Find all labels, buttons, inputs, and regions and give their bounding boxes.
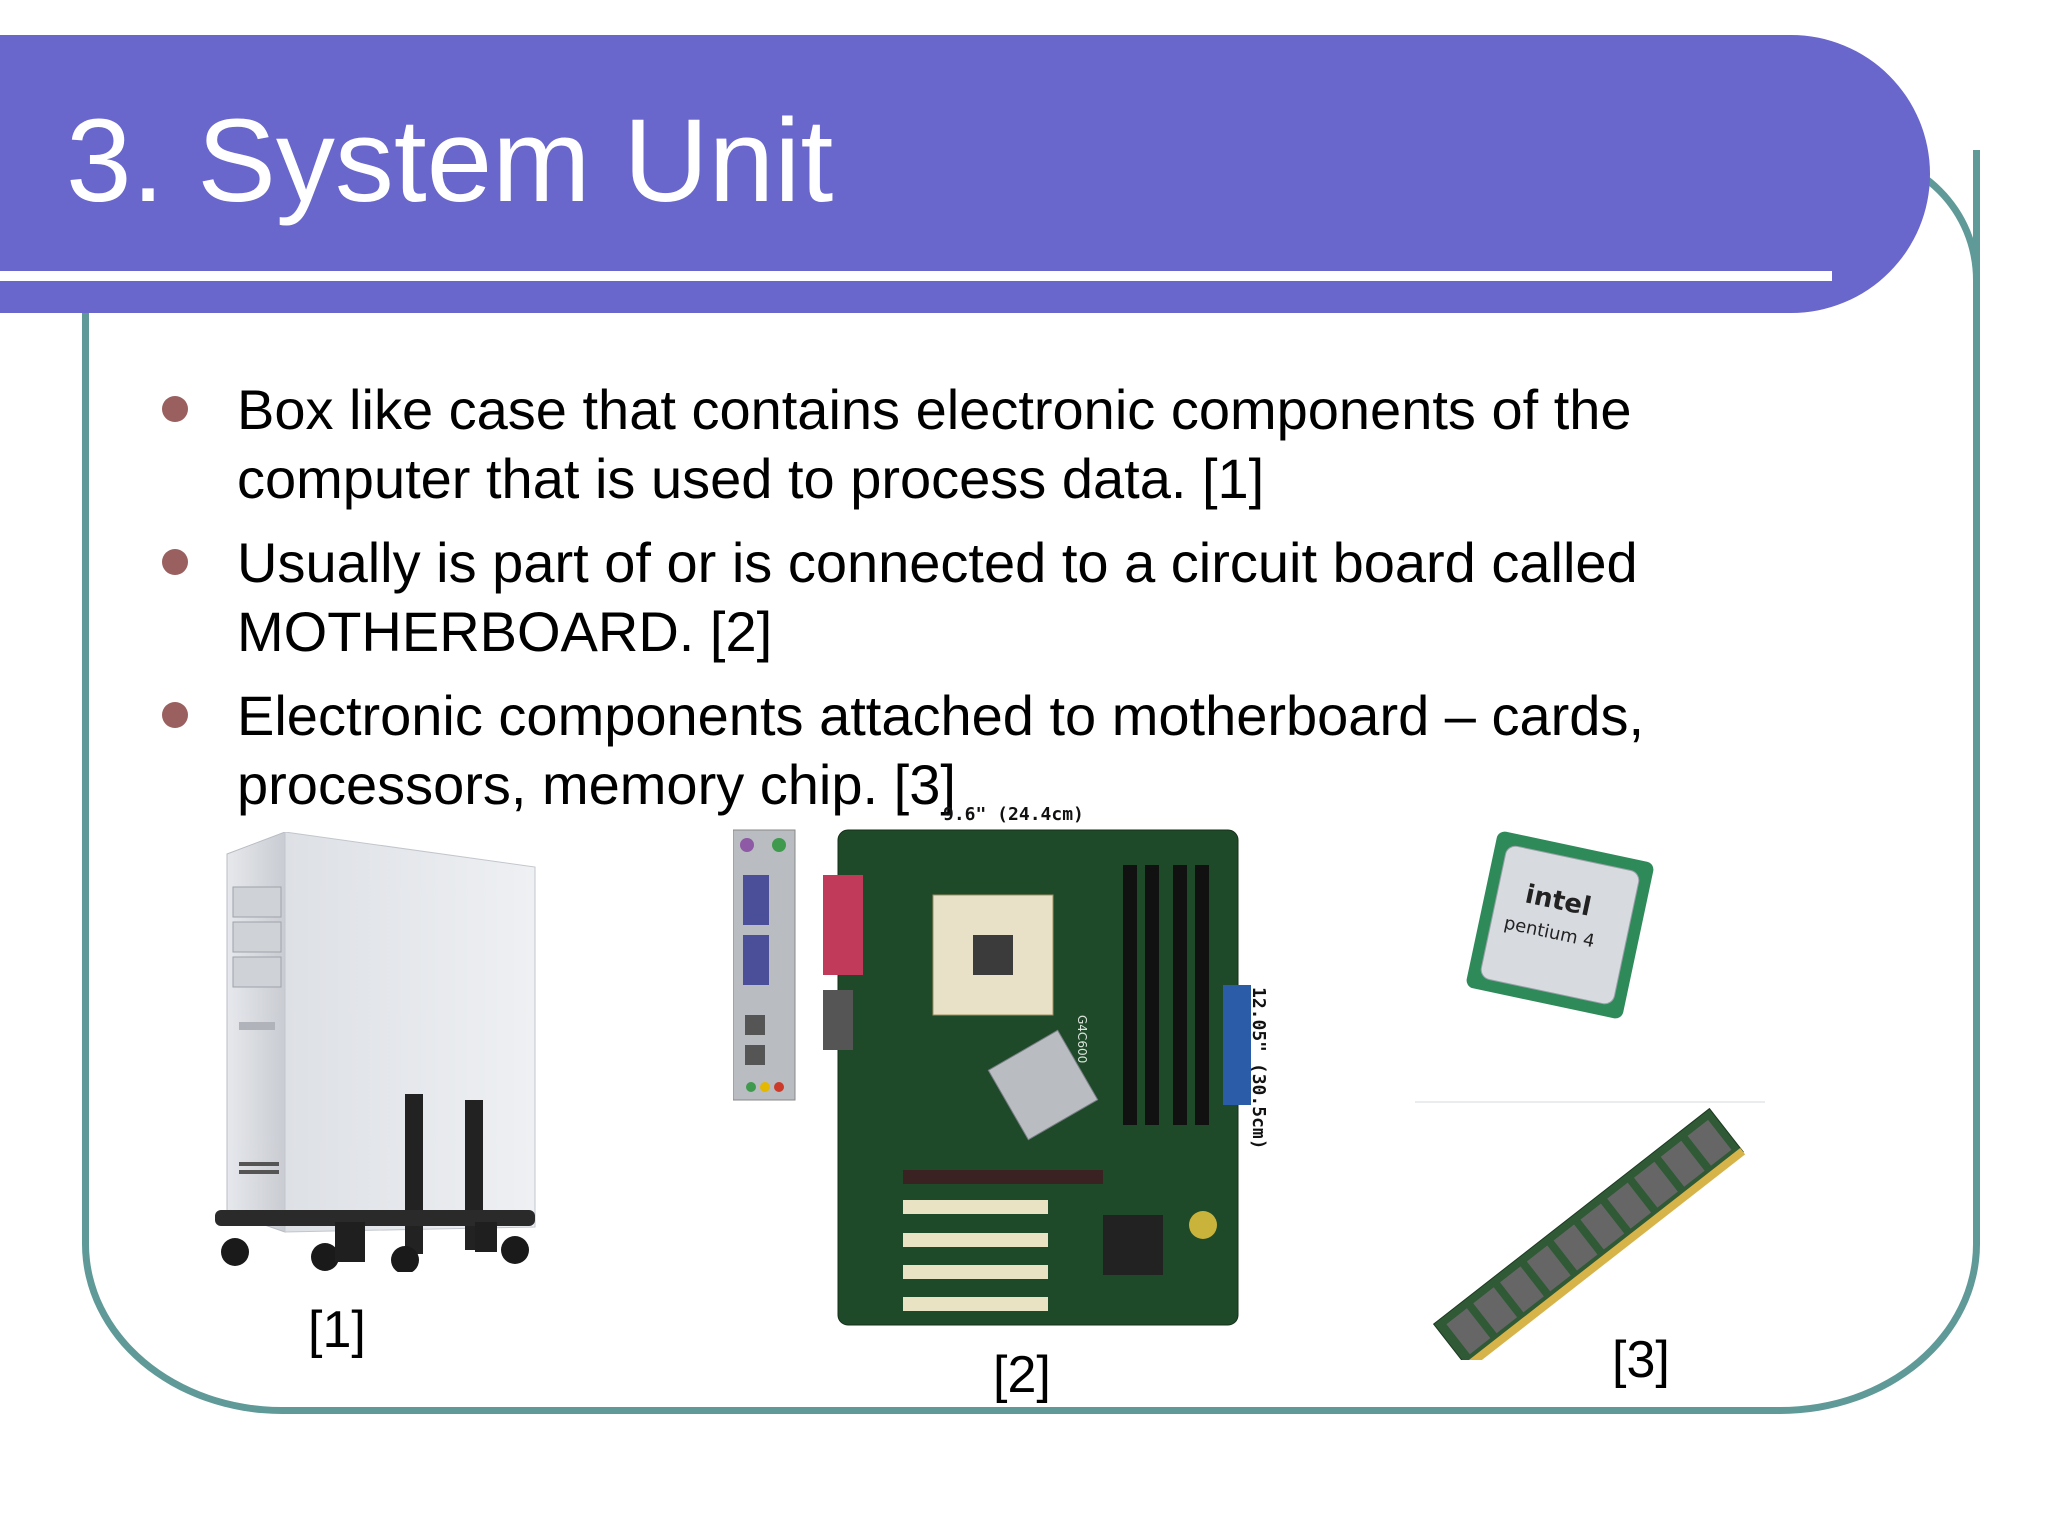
bullet-text: Box like case that contains electronic c… <box>237 378 1632 510</box>
bullet-text: Usually is part of or is connected to a … <box>237 531 1638 663</box>
bullet-dot-icon <box>162 396 188 422</box>
bullet-dot-icon <box>162 549 188 575</box>
cpu-chip-image: intel pentium 4 <box>1466 831 1654 1019</box>
bullet-item: Box like case that contains electronic c… <box>160 375 1720 513</box>
computer-case-image <box>215 832 536 1272</box>
bullet-dot-icon <box>162 702 188 728</box>
bullet-item: Electronic components attached to mother… <box>160 681 1720 819</box>
memory-chip-image <box>1415 1101 1765 1360</box>
motherboard-caption: [2] <box>993 1346 1051 1404</box>
memory-caption: [3] <box>1612 1331 1670 1389</box>
board-model-text: G4C600 <box>1075 1015 1089 1063</box>
board-height-label: 12.05" (30.5cm) <box>1248 987 1269 1150</box>
bullet-item: Usually is part of or is connected to a … <box>160 528 1720 666</box>
title-underline <box>0 271 1832 281</box>
slide-frame <box>82 150 1980 1414</box>
case-caption: [1] <box>308 1301 366 1359</box>
bullet-text: Electronic components attached to mother… <box>237 684 1644 816</box>
board-width-label: 9.6" (24.4cm) <box>943 805 1084 825</box>
slide-title: 3. System Unit <box>66 95 834 227</box>
motherboard-image: 9.6" (24.4cm) 12.05" (30.5cm) <box>733 805 1269 1326</box>
title-band <box>0 35 1930 313</box>
bullet-list: Box like case that contains electronic c… <box>160 375 1720 834</box>
